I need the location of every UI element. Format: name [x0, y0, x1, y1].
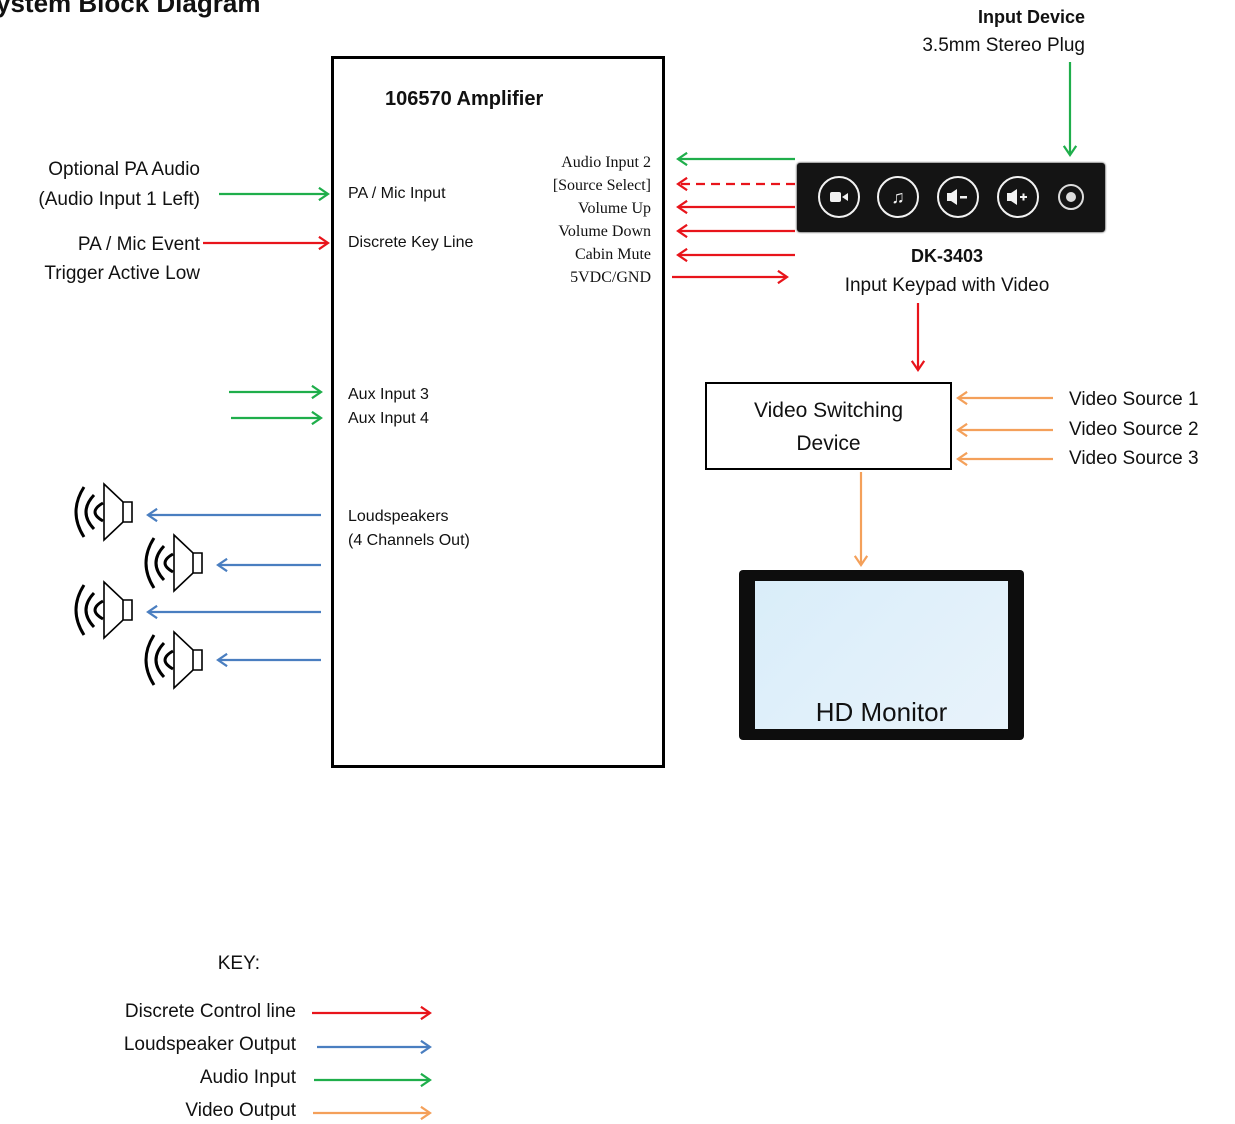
monitor-screen — [755, 581, 1008, 729]
video-source-1-label: Video Source 1 — [1069, 389, 1199, 410]
key-item-speaker-label: Loudspeaker Output — [123, 1034, 296, 1055]
key-item-control-label: Discrete Control line — [124, 1001, 296, 1022]
key-line-audio — [314, 1072, 432, 1088]
volume-down-label: Volume Down — [558, 223, 651, 240]
arrow-aux-input-4 — [231, 410, 323, 426]
video-source-3-label: Video Source 3 — [1069, 448, 1199, 469]
arrow-video-source-3 — [956, 451, 1053, 467]
input-device-title: Input Device — [977, 7, 1085, 27]
arrow-input-device — [1062, 62, 1078, 157]
keypad-image: ♫ — [797, 163, 1105, 232]
arrow-cabin-mute — [676, 247, 795, 263]
audio-input-1-left-label: (Audio Input 1 Left) — [38, 189, 200, 210]
discrete-key-line-label: Discrete Key Line — [348, 234, 474, 251]
hd-monitor — [739, 570, 1024, 740]
arrow-speaker-2 — [216, 557, 321, 573]
key-line-control — [312, 1005, 432, 1021]
arrow-optional-pa-audio — [219, 186, 330, 202]
video-switching-label: Video Switching — [753, 399, 904, 422]
speaker-icon — [144, 630, 203, 690]
source-select-label: [Source Select] — [552, 177, 651, 194]
arrow-video-source-1 — [956, 390, 1053, 406]
video-icon — [818, 176, 860, 218]
key-line-video — [313, 1105, 432, 1121]
loudspeakers-label: Loudspeakers — [348, 508, 449, 525]
hd-monitor-label: HD Monitor — [815, 697, 948, 727]
keypad-title: DK-3403 — [910, 246, 984, 266]
volume-up-icon — [997, 176, 1039, 218]
volume-down-icon — [937, 176, 979, 218]
headphone-jack-icon — [1058, 184, 1084, 210]
arrow-video-source-2 — [956, 422, 1053, 438]
volume-up-label: Volume Up — [577, 200, 651, 217]
arrow-volume-up — [676, 199, 795, 215]
optional-pa-audio-label: Optional PA Audio — [48, 159, 200, 180]
key-title: KEY: — [217, 953, 260, 974]
arrow-power-gnd — [672, 269, 789, 285]
loudspeakers-channels-label: (4 Channels Out) — [348, 532, 470, 549]
arrow-speaker-4 — [216, 652, 321, 668]
arrow-source-select — [676, 176, 795, 192]
aux-input-3-label: Aux Input 3 — [348, 386, 429, 403]
trigger-active-low-label: Trigger Active Low — [44, 263, 200, 284]
key-line-speaker — [317, 1039, 432, 1055]
key-item-video-label: Video Output — [185, 1100, 296, 1121]
input-device-subtitle: 3.5mm Stereo Plug — [922, 35, 1085, 56]
power-gnd-label: 5VDC/GND — [570, 269, 651, 286]
pa-mic-input-label: PA / Mic Input — [348, 185, 446, 202]
video-switching-device-box — [705, 382, 952, 470]
arrow-switcher-to-monitor — [853, 472, 869, 567]
keypad-subtitle: Input Keypad with Video — [844, 275, 1050, 296]
arrow-keypad-to-switcher — [910, 303, 926, 372]
arrow-audio-input-2 — [676, 151, 795, 167]
music-note-icon: ♫ — [877, 176, 919, 218]
video-switching-device-label: Device — [796, 432, 861, 455]
arrow-aux-input-3 — [229, 384, 323, 400]
amplifier-box — [331, 56, 665, 768]
audio-input-2-label: Audio Input 2 — [561, 154, 651, 171]
speaker-icon — [74, 580, 133, 640]
cabin-mute-label: Cabin Mute — [575, 246, 651, 263]
arrow-speaker-3 — [146, 604, 321, 620]
aux-input-4-label: Aux Input 4 — [348, 410, 429, 427]
arrow-speaker-1 — [146, 507, 321, 523]
arrow-volume-down — [676, 223, 795, 239]
video-source-2-label: Video Source 2 — [1069, 419, 1199, 440]
key-item-audio-label: Audio Input — [199, 1067, 296, 1088]
amplifier-title: 106570 Amplifier — [385, 88, 544, 110]
page-title: ystem Block Diagram — [0, 0, 261, 18]
pa-mic-event-label: PA / Mic Event — [77, 234, 200, 255]
arrow-pa-mic-event — [203, 235, 330, 251]
speaker-icon — [144, 533, 203, 593]
speaker-icon — [74, 482, 133, 542]
